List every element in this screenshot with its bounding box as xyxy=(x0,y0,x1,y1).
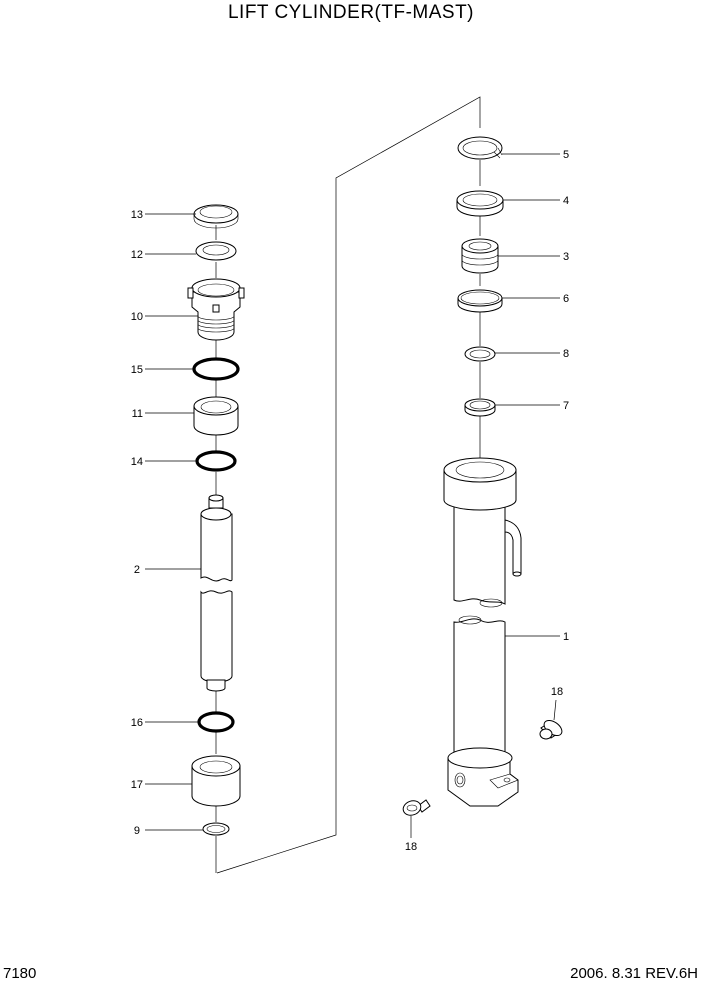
callout-11: 11 xyxy=(132,408,143,420)
page-title: LIFT CYLINDER(TF-MAST) xyxy=(227,2,475,23)
callout-13: 13 xyxy=(131,209,143,221)
revision-label: 2006. 8.31 REV.6H xyxy=(570,965,698,982)
callout-16: 16 xyxy=(131,717,143,729)
callout-7: 7 xyxy=(563,400,569,412)
part-8-ring xyxy=(464,346,496,362)
page-number: 7180 xyxy=(3,965,37,982)
assembly-boundary xyxy=(216,96,481,874)
part-7-bushing xyxy=(464,398,496,417)
part-13-wiper xyxy=(193,204,239,229)
callout-17: 17 xyxy=(131,779,143,791)
callout-1: 1 xyxy=(563,631,569,643)
part-9-retaining-ring xyxy=(202,822,230,836)
callout-8: 8 xyxy=(563,348,569,360)
part-6-ring xyxy=(457,289,503,313)
callout-5: 5 xyxy=(563,149,569,161)
callout-14: 14 xyxy=(131,456,143,468)
callout-15: 15 xyxy=(131,364,143,376)
part-16-o-ring xyxy=(197,711,235,733)
callout-4: 4 xyxy=(563,195,569,207)
callout-18-lower: 18 xyxy=(405,841,417,853)
part-4-ring xyxy=(456,190,504,217)
part-3-packing xyxy=(461,238,499,274)
part-1-cylinder-tube xyxy=(443,457,522,807)
leader-lines xyxy=(145,153,560,838)
part-15-o-ring xyxy=(192,357,240,381)
part-18-plug-lower xyxy=(402,799,431,816)
callout-12: 12 xyxy=(131,249,143,261)
callout-3: 3 xyxy=(563,251,569,263)
part-12-ring xyxy=(195,241,237,261)
part-14-o-ring xyxy=(195,450,237,472)
part-2-piston-rod xyxy=(200,494,233,692)
callout-9: 9 xyxy=(134,825,140,837)
part-10-gland xyxy=(187,278,245,341)
part-11-bushing xyxy=(193,396,239,436)
callout-10: 10 xyxy=(131,311,143,323)
callout-18-upper: 18 xyxy=(551,686,563,698)
part-5-snap-ring xyxy=(457,136,503,160)
callout-2: 2 xyxy=(134,564,140,576)
callout-6: 6 xyxy=(563,293,569,305)
part-17-stopper xyxy=(191,755,241,807)
part-18-plug-upper xyxy=(539,719,563,740)
